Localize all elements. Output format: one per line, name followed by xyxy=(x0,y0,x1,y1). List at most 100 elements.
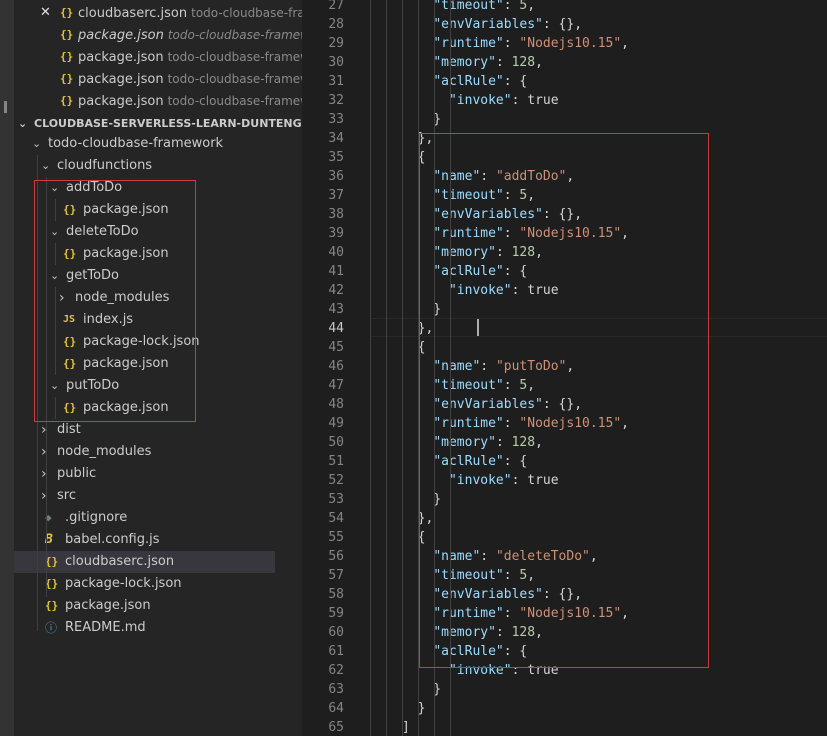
code-line[interactable]: "envVariables": {}, xyxy=(433,397,583,412)
open-editor-label: cloudbaserc.jsontodo-cloudbase-fram... xyxy=(78,2,302,25)
code-line[interactable]: "invoke": true xyxy=(448,473,559,488)
line-number: 41 xyxy=(328,264,344,279)
code-line[interactable]: "memory": 128, xyxy=(433,625,543,640)
open-editor-filename: package.json xyxy=(78,50,164,65)
code-line[interactable]: } xyxy=(402,492,442,507)
open-editor-filename: package.json xyxy=(78,72,164,87)
line-number: 55 xyxy=(328,530,344,545)
code-line[interactable]: "envVariables": {}, xyxy=(433,587,583,602)
line-number: 36 xyxy=(328,169,344,184)
line-number: 57 xyxy=(328,568,344,583)
folder-item[interactable]: ›node_modules xyxy=(14,287,302,309)
file-item[interactable]: {}package-lock.json xyxy=(14,331,302,353)
folder-item[interactable]: ⌄deleteToDo xyxy=(14,221,302,243)
code-line[interactable]: "runtime": "Nodejs10.15", xyxy=(433,36,629,51)
code-line[interactable]: ] xyxy=(402,720,410,735)
json-file-icon: {} xyxy=(63,247,77,260)
line-number: 49 xyxy=(328,416,344,431)
code-line[interactable]: { xyxy=(402,340,426,355)
open-editor-path: todo-cloudbase-framework... xyxy=(167,28,302,42)
json-file-icon: {} xyxy=(60,72,74,85)
line-number: 30 xyxy=(328,55,344,70)
explorer-section-header[interactable]: ⌄ CLOUDBASE-SERVERLESS-LEARN-DUNTENG xyxy=(14,113,302,135)
code-line[interactable]: "envVariables": {}, xyxy=(433,17,583,32)
open-editor-item[interactable]: {}package.jsontodo-cloudbase-framework..… xyxy=(14,24,302,46)
line-number: 37 xyxy=(328,188,344,203)
tree-item-label: package.json xyxy=(83,356,169,371)
code-line[interactable]: "invoke": true xyxy=(448,93,559,108)
code-line[interactable]: "name": "putToDo", xyxy=(433,359,575,374)
file-item[interactable]: {}package.json xyxy=(14,199,302,221)
folder-item[interactable]: ›public xyxy=(14,463,302,485)
line-number: 33 xyxy=(328,112,344,127)
folder-item[interactable]: ⌄cloudfunctions xyxy=(14,155,302,177)
tree-item-label: dist xyxy=(57,422,81,437)
json-file-icon: {} xyxy=(45,577,59,590)
line-number: 63 xyxy=(328,682,344,697)
tree-item-label: node_modules xyxy=(57,444,152,459)
code-line[interactable]: "memory": 128, xyxy=(433,245,543,260)
close-icon[interactable]: ✕ xyxy=(40,5,51,20)
code-line[interactable]: } xyxy=(402,112,442,127)
code-line[interactable]: { xyxy=(402,150,426,165)
file-item[interactable]: {}cloudbaserc.json xyxy=(14,551,275,573)
code-line[interactable]: { xyxy=(402,530,426,545)
line-number: 65 xyxy=(328,720,344,735)
json-file-icon: {} xyxy=(60,94,74,107)
editor-indent-guide xyxy=(370,0,371,736)
line-number: 28 xyxy=(328,17,344,32)
open-editor-item[interactable]: {}package.jsontodo-cloudbase-framewo... xyxy=(14,68,302,90)
file-item[interactable]: {}package-lock.json xyxy=(14,573,302,595)
tree-item-label: public xyxy=(57,466,97,481)
code-line[interactable]: "envVariables": {}, xyxy=(433,207,583,222)
folder-item[interactable]: ›dist xyxy=(14,419,302,441)
highlight-box-sidebar xyxy=(34,180,196,422)
code-line[interactable]: }, xyxy=(417,321,434,336)
code-line[interactable]: } xyxy=(402,302,442,317)
file-item[interactable]: ◆.gitignore xyxy=(14,507,302,529)
info-icon: ⓘ xyxy=(45,621,58,635)
file-item[interactable]: {}package.json xyxy=(14,595,302,617)
file-item[interactable]: {}package.json xyxy=(14,397,302,419)
tree-item-label: putToDo xyxy=(66,378,120,393)
code-editor[interactable]: 27 "timeout": 5,28 "envVariables": {},29… xyxy=(302,0,827,736)
folder-item[interactable]: ⌄todo-cloudbase-framework xyxy=(14,133,302,155)
code-line[interactable]: }, xyxy=(417,511,434,526)
line-number: 38 xyxy=(328,207,344,222)
line-number: 51 xyxy=(328,454,344,469)
code-line[interactable]: "invoke": true xyxy=(448,283,559,298)
open-editor-item[interactable]: ✕ {} cloudbaserc.jsontodo-cloudbase-fram..… xyxy=(14,2,302,24)
file-item[interactable]: {}package.json xyxy=(14,353,302,375)
tree-item-label: node_modules xyxy=(75,290,170,305)
folder-item[interactable]: ⌄addToDo xyxy=(14,177,302,199)
folder-item[interactable]: ›src xyxy=(14,485,302,507)
line-number: 44 xyxy=(328,321,344,336)
code-line[interactable]: } xyxy=(402,701,426,716)
code-line[interactable]: "aclRule": { xyxy=(433,74,528,89)
code-line[interactable]: "invoke": true xyxy=(448,663,559,678)
code-line[interactable]: } xyxy=(402,682,442,697)
code-line[interactable]: "name": "deleteToDo", xyxy=(433,549,598,564)
code-line[interactable]: "memory": 128, xyxy=(433,55,543,70)
workspace-title: CLOUDBASE-SERVERLESS-LEARN-DUNTENG xyxy=(34,117,302,130)
line-number: 34 xyxy=(328,131,344,146)
tree-item-label: todo-cloudbase-framework xyxy=(48,136,224,151)
js-file-icon: JS xyxy=(63,314,76,325)
code-line[interactable]: }, xyxy=(417,131,434,146)
open-editor-item[interactable]: {}package.jsontodo-cloudbase-framewo... xyxy=(14,46,302,68)
json-file-icon: {} xyxy=(60,6,74,19)
folder-item[interactable]: ›node_modules xyxy=(14,441,302,463)
code-line[interactable]: "name": "addToDo", xyxy=(433,169,575,184)
folder-item[interactable]: ⌄getToDo xyxy=(14,265,302,287)
file-item[interactable]: {}package.json xyxy=(14,243,302,265)
tree-item-label: package.json xyxy=(65,598,151,613)
code-line[interactable]: "timeout": 5, xyxy=(433,0,536,13)
open-editor-item[interactable]: {}package.jsontodo-cloudbase-framewo... xyxy=(14,90,302,112)
code-line[interactable]: "memory": 128, xyxy=(433,435,543,450)
tree-item-label: babel.config.js xyxy=(65,532,160,547)
editor-indent-guide xyxy=(418,0,419,736)
folder-item[interactable]: ⌄putToDo xyxy=(14,375,302,397)
